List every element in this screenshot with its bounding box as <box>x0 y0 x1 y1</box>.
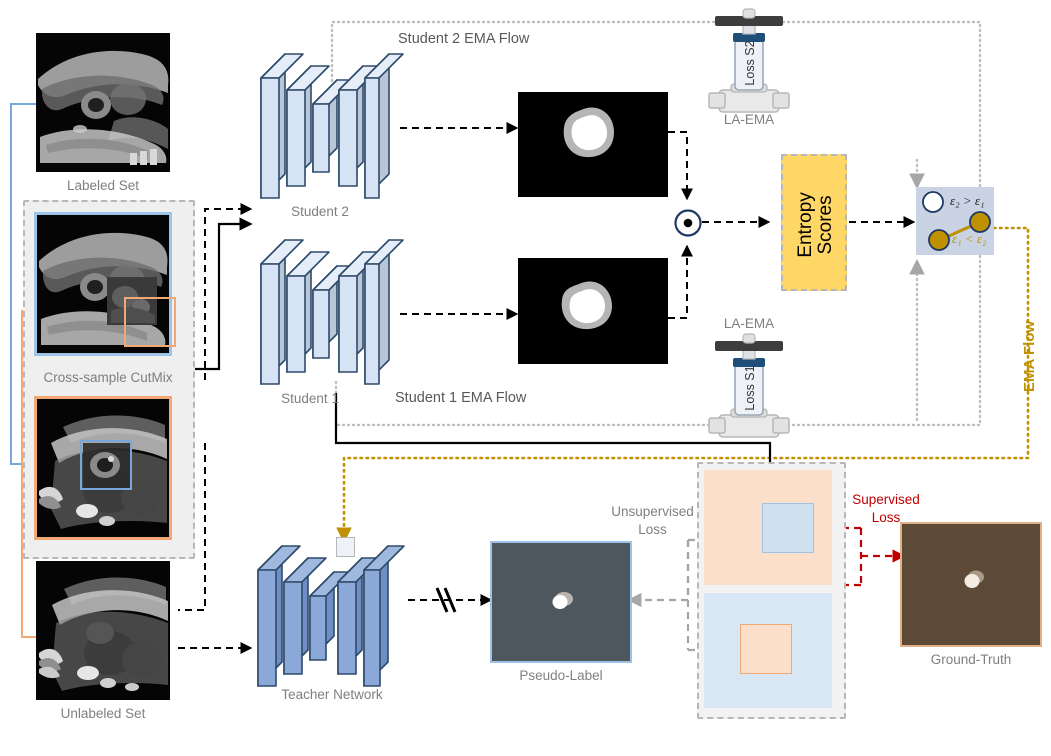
entropy-comparison-box[interactable]: ε₂ > ε₁ ε₁ < ε₂ <box>916 187 994 255</box>
loss-box-orange-patch <box>762 503 814 553</box>
cutmix-patch-outline-orange <box>124 297 176 347</box>
unsupervised-loss-line2: Loss <box>638 522 667 538</box>
loss-box-orange[interactable] <box>704 470 832 585</box>
pseudo-label-caption: Pseudo-Label <box>519 668 603 683</box>
unlabeled-set-caption: Unlabeled Set <box>60 706 146 721</box>
la-ema-bottom-caption: LA-EMA <box>723 316 775 331</box>
ema-flow-label: EMA Flow <box>1021 320 1038 392</box>
unlabeled-set-mri-icon <box>36 561 170 700</box>
unsupervised-loss-line1: Unsupervised <box>611 504 694 519</box>
comparison-graph-icon <box>922 191 991 251</box>
cross-sample-cutmix-caption: Cross-sample CutMix <box>43 370 173 385</box>
teacher-network[interactable] <box>252 520 412 700</box>
entropy-scores-box[interactable]: Entropy Scores <box>781 154 847 291</box>
unet-3d-icon <box>260 239 404 385</box>
ema-flow-label-wrap: EMA Flow <box>1003 300 1038 400</box>
unlabeled-set-image[interactable] <box>36 561 170 700</box>
dot-operator-icon <box>674 209 702 237</box>
labeled-set-caption: Labeled Set <box>66 178 140 193</box>
student2-caption: Student 2 <box>291 204 349 219</box>
cutmix-patch-outline-blue <box>80 440 132 490</box>
ema-injection-node <box>336 537 355 557</box>
student2-ema-flow-label: Student 2 EMA Flow <box>398 31 530 47</box>
ground-truth-image[interactable] <box>900 522 1042 647</box>
labeled-set-mri-icon <box>36 33 170 172</box>
unet-3d-icon <box>257 545 405 687</box>
student2-network[interactable] <box>255 30 405 215</box>
student1-prediction-mask[interactable] <box>518 258 668 364</box>
student1-ema-flow-label: Student 1 EMA Flow <box>395 390 527 406</box>
epsilon-greater-label: ε₂ > ε₁ <box>950 193 985 208</box>
teacher-network-caption: Teacher Network <box>281 687 383 702</box>
cutmix-labeled-mri-icon <box>37 215 169 353</box>
unsupervised-loss-label: Unsupervised Loss <box>605 503 700 539</box>
la-ema-top-valve[interactable]: Loss S2 <box>705 8 793 121</box>
valve-icon: Loss S2 <box>708 8 790 113</box>
svg-text:Loss S2: Loss S2 <box>743 40 757 85</box>
supervised-loss-line1: Supervised <box>852 492 920 507</box>
pseudo-label-blob-icon <box>552 592 573 609</box>
epsilon-less-label: ε₁ < ε₂ <box>952 231 987 246</box>
segmentation-mask-icon <box>561 281 612 330</box>
merge-operator <box>673 208 703 243</box>
ground-truth-caption: Ground-Truth <box>930 652 1012 667</box>
pseudo-label-image[interactable] <box>490 541 632 663</box>
student2-prediction-mask[interactable] <box>518 92 668 197</box>
student1-network[interactable] <box>255 216 405 401</box>
student-to-mask-arrows <box>400 122 519 320</box>
unet-3d-icon <box>260 53 404 199</box>
la-ema-bottom-valve[interactable]: Loss S1 <box>705 333 793 446</box>
loss-box-blue[interactable] <box>704 593 832 708</box>
svg-text:Loss S1: Loss S1 <box>743 365 757 410</box>
la-ema-top-caption: LA-EMA <box>723 112 775 127</box>
ground-truth-blob-icon <box>964 570 984 588</box>
teacher-to-pseudolabel <box>408 587 493 613</box>
loss-box-blue-patch <box>740 624 792 674</box>
segmentation-mask-icon <box>563 107 614 158</box>
supervised-loss-label: Supervised Loss <box>838 491 934 527</box>
labeled-set-image[interactable] <box>36 33 170 172</box>
valve-icon: Loss S1 <box>708 333 790 438</box>
student1-caption: Student 1 <box>281 391 339 406</box>
supervised-loss-line2: Loss <box>871 510 901 526</box>
cutmix-labeled-image[interactable] <box>34 212 172 356</box>
entropy-scores-line2: Scores <box>814 194 836 255</box>
entropy-scores-line1: Entropy <box>795 191 817 258</box>
